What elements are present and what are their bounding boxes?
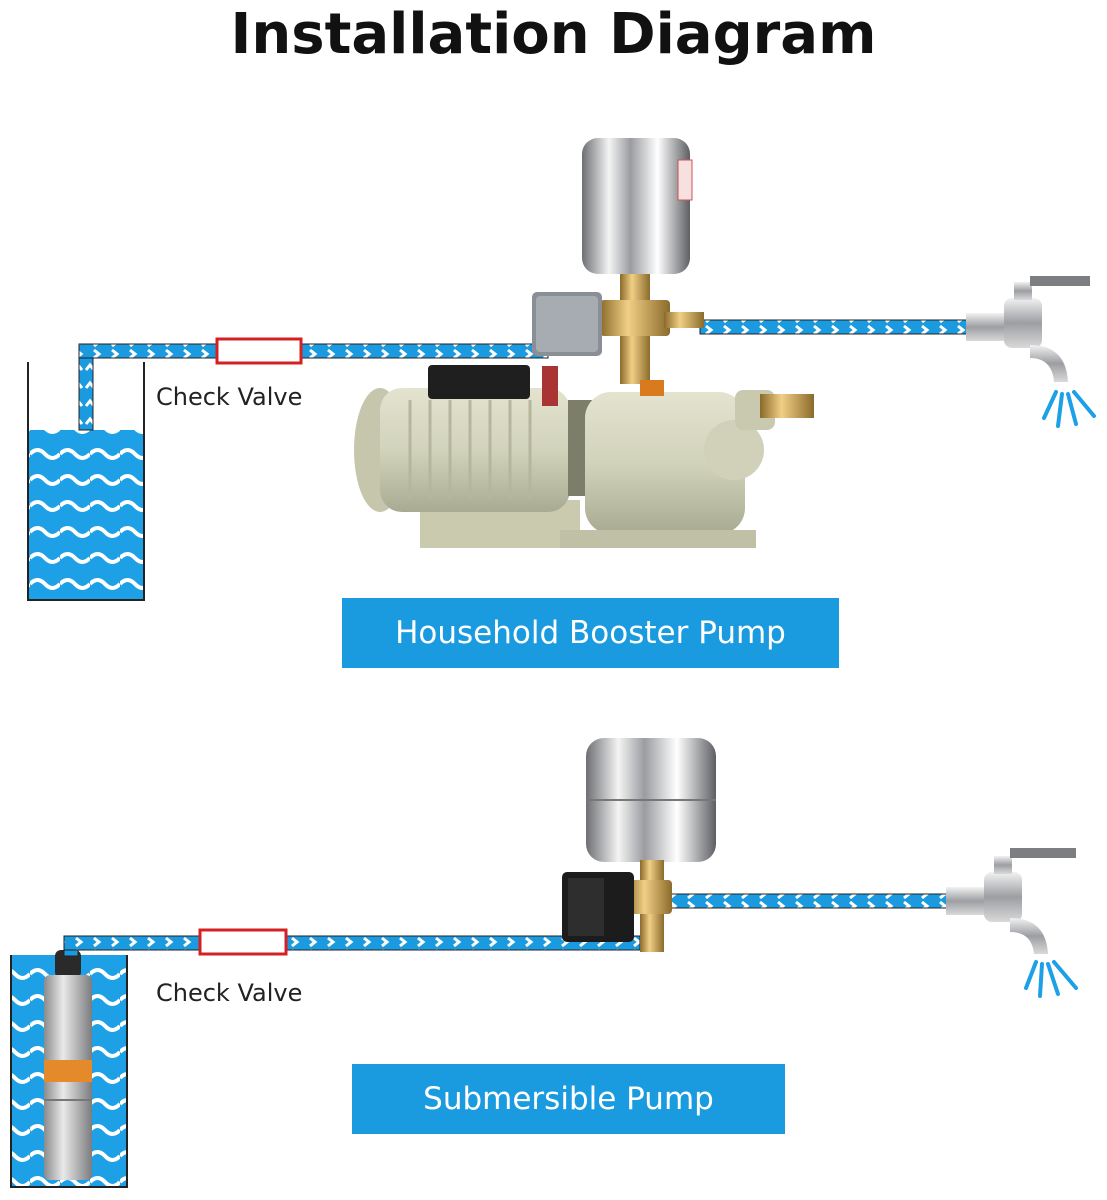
booster-section — [27, 138, 1096, 668]
diagram-title: Installation Diagram — [230, 2, 877, 67]
faucet — [966, 276, 1090, 382]
submersible-pump — [44, 950, 92, 1180]
pressure-tank — [586, 738, 716, 862]
submersible-pump-label: Submersible Pump — [423, 1081, 714, 1117]
water-spray — [1042, 390, 1096, 428]
inlet-pipe — [78, 343, 549, 431]
booster-pump — [354, 365, 814, 548]
water-spray — [1024, 960, 1078, 998]
brass-fitting — [600, 274, 704, 384]
brass-fitting — [626, 860, 672, 952]
submersible-section — [10, 738, 1078, 1188]
check-valve — [215, 337, 303, 365]
outlet-pipe — [699, 319, 971, 335]
pressure-switch — [562, 872, 634, 942]
check-valve — [198, 928, 288, 956]
check-valve-label: Check Valve — [156, 383, 303, 411]
water-tank — [27, 362, 145, 601]
inlet-pipe — [63, 935, 641, 957]
submersible-banner-bg — [352, 1064, 785, 1134]
booster-pump-label: Household Booster Pump — [395, 615, 786, 651]
pressure-tank — [582, 138, 693, 274]
pressure-switch — [532, 292, 602, 356]
check-valve-label: Check Valve — [156, 979, 303, 1007]
outlet-pipe — [667, 893, 951, 909]
booster-banner-bg — [342, 598, 839, 668]
faucet — [946, 848, 1076, 954]
